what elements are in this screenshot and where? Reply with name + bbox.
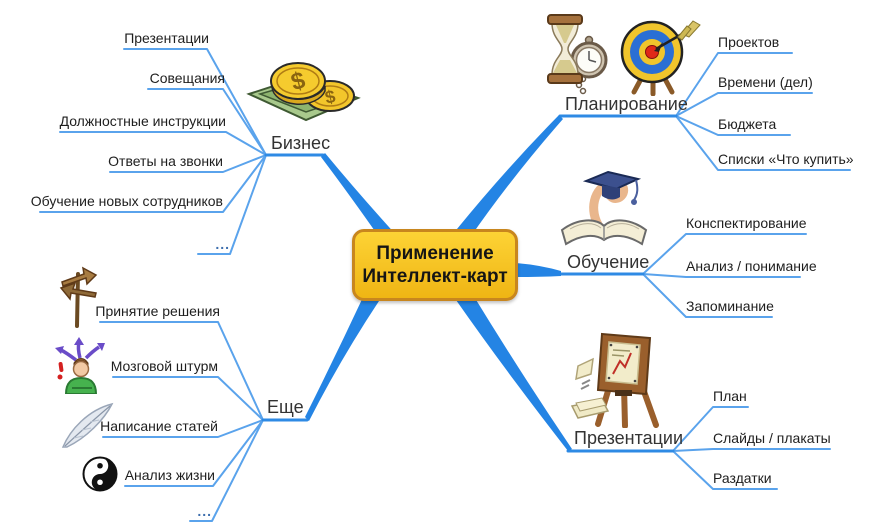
hourglass-watch-icon [546, 12, 608, 102]
line-business-training [39, 154, 267, 213]
book-graduation-cap-icon [558, 166, 650, 259]
signpost-icon [58, 262, 100, 333]
presentations-child-slides[interactable]: Слайды / плакаты [713, 430, 831, 446]
center-topic-node[interactable]: Применение Интеллект-карт [352, 229, 518, 301]
business-child-training[interactable]: Обучение новых сотрудников [30, 193, 223, 209]
branch-learning [516, 263, 561, 277]
planning-child-budget[interactable]: Бюджета [718, 116, 777, 132]
line-more-life-analysis [124, 419, 264, 487]
line-planning-shopping-lists [675, 115, 851, 171]
business-child-ellipsis[interactable]: ... [215, 236, 230, 252]
learning-child-memorizing[interactable]: Запоминание [686, 298, 774, 314]
line-more-ellipsis [189, 419, 264, 522]
center-topic-line1: Применение [376, 243, 494, 264]
line-planning-budget [675, 115, 791, 136]
line-planning-projects [675, 52, 793, 117]
yin-yang-icon [82, 456, 118, 497]
money-coins-icon: $ $ [246, 54, 361, 129]
line-more-brainstorm [112, 376, 264, 421]
line-business-call-answers [109, 154, 267, 173]
node-presentations[interactable]: Презентации [574, 428, 684, 448]
node-learning[interactable]: Обучение [567, 252, 650, 272]
learning-child-analysis[interactable]: Анализ / понимание [686, 258, 817, 274]
business-child-meetings[interactable]: Совещания [149, 70, 225, 86]
more-child-life-analysis[interactable]: Анализ жизни [124, 467, 215, 483]
line-more-articles [102, 419, 264, 438]
node-planning[interactable]: Планирование [565, 94, 688, 114]
more-child-decision[interactable]: Принятие решения [95, 303, 220, 319]
line-business-presentations [123, 48, 267, 156]
line-learning-memorizing [642, 273, 773, 318]
line-business-job-instructions [59, 131, 267, 156]
learning-child-notetaking[interactable]: Конспектирование [686, 215, 807, 231]
svg-text:$: $ [323, 86, 337, 108]
line-learning-notetaking [642, 233, 807, 275]
line-more-decision [99, 321, 264, 421]
business-child-call-answers[interactable]: Ответы на звонки [108, 153, 223, 169]
planning-child-time[interactable]: Времени (дел) [718, 74, 813, 90]
more-child-brainstorm[interactable]: Мозговой штурм [110, 358, 218, 374]
presentations-child-plan[interactable]: План [713, 388, 747, 404]
line-presentations-slides [672, 448, 831, 452]
business-child-job-instructions[interactable]: Должностные инструкции [59, 113, 226, 129]
jester-brainstorm-icon [54, 336, 110, 399]
line-business-ellipsis [197, 154, 267, 255]
node-business[interactable]: Бизнес [271, 133, 331, 153]
line-learning-analysis [642, 273, 801, 278]
branch-more [305, 293, 379, 421]
center-topic-line2: Интеллект-карт [362, 266, 508, 287]
easel-flipchart-icon [568, 328, 676, 433]
planning-child-shopping-lists[interactable]: Списки «Что купить» [718, 151, 854, 167]
line-business-meetings [147, 88, 267, 156]
line-planning-time [675, 92, 813, 117]
more-child-ellipsis[interactable]: ... [197, 503, 212, 519]
presentations-child-handouts[interactable]: Раздатки [713, 470, 772, 486]
quill-feather-icon [60, 400, 116, 455]
branch-planning [457, 115, 563, 239]
business-child-presentations[interactable]: Презентации [124, 30, 209, 46]
branch-business [321, 153, 398, 247]
line-presentations-plan [672, 406, 749, 452]
more-child-articles[interactable]: Написание статей [100, 418, 218, 434]
line-presentations-handouts [672, 450, 778, 490]
target-arrow-icon [606, 16, 701, 101]
planning-child-projects[interactable]: Проектов [718, 34, 780, 50]
node-more[interactable]: Еще [267, 397, 304, 417]
branch-presentations [456, 290, 572, 451]
